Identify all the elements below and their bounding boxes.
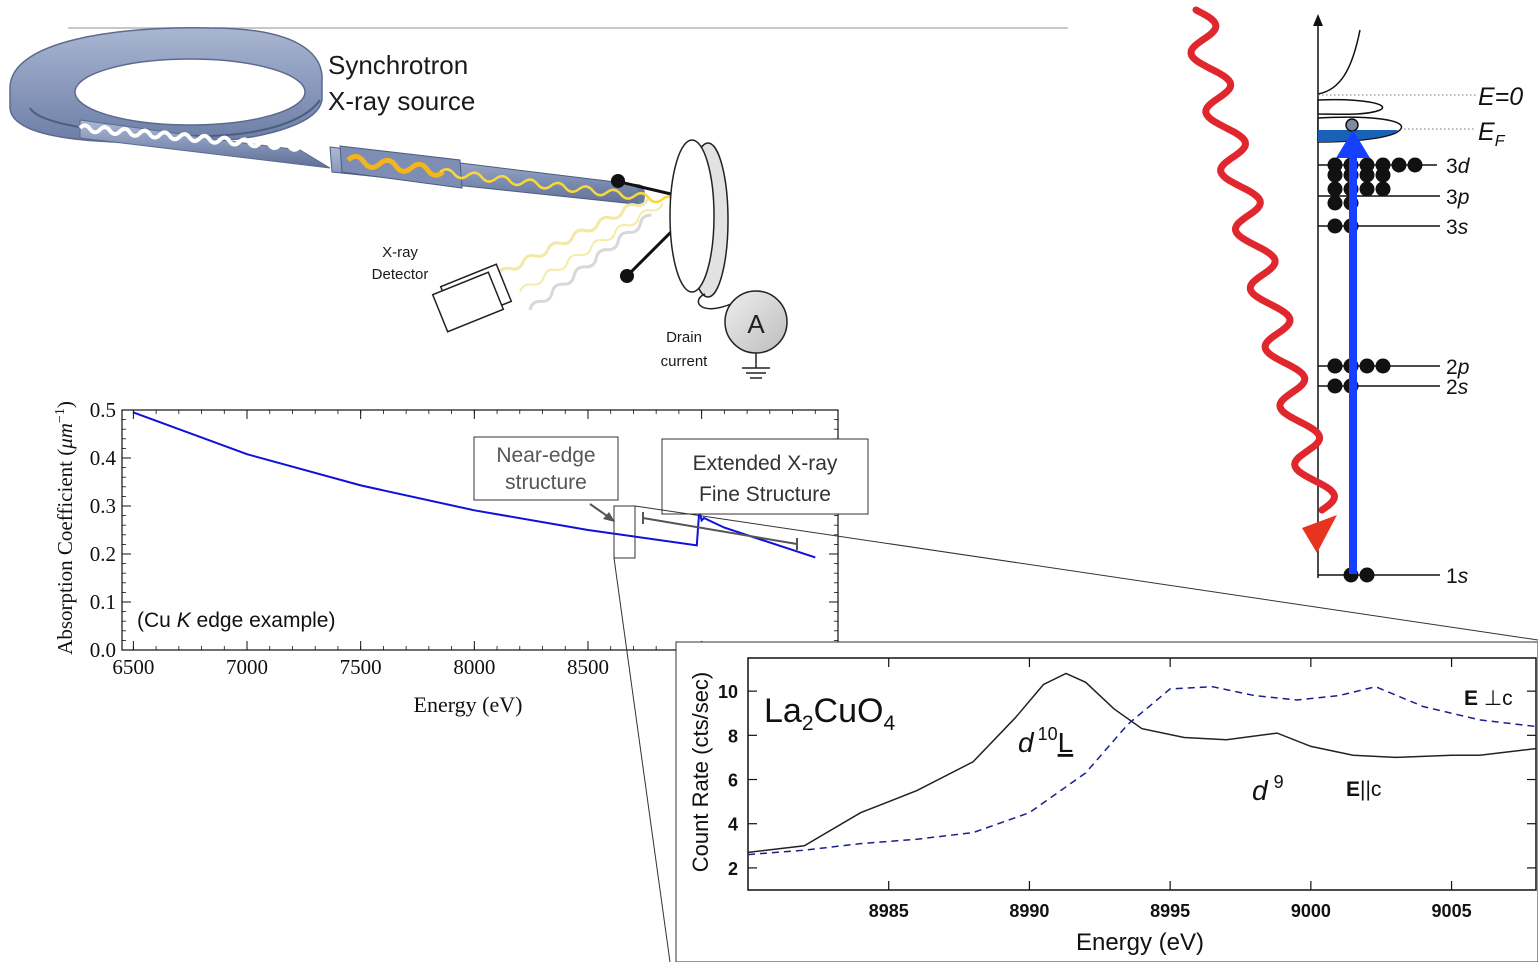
electron-2p: [1375, 358, 1391, 374]
near-edge-label-line2: structure: [505, 471, 587, 494]
cu-k-edge-annotation: (Cu K edge example): [137, 609, 335, 632]
exafs-box: [661, 438, 869, 515]
inset-y-tick-label: 10: [718, 682, 738, 702]
zoom-region-box: [613, 505, 636, 559]
electron-3d: [1407, 157, 1423, 173]
e-parallel-c-label: E||c: [1346, 778, 1381, 801]
e-parallel-c-series-line: [748, 672, 1536, 854]
fluorescence-ray-2: [528, 213, 652, 311]
inset-y-tick-label: 4: [728, 815, 738, 835]
ammeter: [724, 290, 788, 379]
near-edge-label-line1: Near-edge: [496, 444, 595, 467]
e-perp-c-label: E ⊥c: [1464, 687, 1513, 710]
absorption-x-tick-label: 8000: [453, 655, 495, 679]
energy-level-diagram: [1313, 14, 1476, 578]
fluorescence-ray-3: [519, 202, 664, 293]
xray-beam: [439, 168, 678, 204]
electron-3d: [1327, 167, 1343, 183]
inset-y-tick-label: 6: [728, 771, 738, 791]
sample-holder: [611, 139, 741, 310]
near-edge-pointer: [589, 503, 615, 522]
undulator-beam: [346, 154, 445, 178]
empty-band: [1317, 98, 1384, 116]
level-label-3d: 3d: [1446, 155, 1471, 178]
absorption-x-tick-label: 6500: [112, 655, 154, 679]
vacuum-level-label: E=0: [1478, 83, 1523, 111]
level-label-1s: 1s: [1446, 565, 1469, 588]
zoom-guide-right: [634, 505, 1538, 641]
electron-wiggle: [78, 123, 341, 156]
inset-x-tick-label: 8990: [1009, 901, 1049, 921]
filled-valence-band: [1318, 130, 1398, 142]
absorption-y-tick-label: 0.0: [90, 638, 116, 662]
electron-2s: [1327, 378, 1343, 394]
absorption-y-tick-label: 0.4: [90, 446, 117, 470]
absorption-x-tick-label: 8500: [567, 655, 609, 679]
exafs-range-bracket: [642, 512, 798, 550]
exafs-label-line1: Extended X-ray: [693, 452, 838, 475]
inset-x-label: Energy (eV): [1076, 929, 1204, 956]
absorption-y-label: Absorption Coefficient (μm−1): [53, 401, 77, 655]
level-label-2p: 2p: [1446, 356, 1469, 379]
absorption-y-tick-label: 0.5: [90, 398, 116, 422]
energy-axis-arrowhead: [1313, 14, 1323, 26]
electron-3s: [1327, 218, 1343, 234]
inset-y-label: Count Rate (cts/sec): [688, 672, 713, 873]
ammeter-symbol: A: [747, 309, 765, 339]
xray-detector: [431, 263, 513, 333]
level-label-3p: 3p: [1446, 186, 1469, 209]
electron-2p: [1327, 358, 1343, 374]
zoom-guide-left: [613, 557, 671, 962]
electron-3p: [1327, 181, 1343, 197]
detector-label-line1: X-ray: [382, 244, 418, 261]
inset-x-tick-label: 8995: [1150, 901, 1190, 921]
electron-3d: [1391, 157, 1407, 173]
absorption-x-label: Energy (eV): [414, 692, 523, 717]
fermi-level-label: EF: [1478, 118, 1506, 150]
level-label-3s: 3s: [1446, 216, 1469, 239]
absorption-x-tick-label: 7000: [226, 655, 268, 679]
inset-x-tick-label: 8985: [869, 901, 909, 921]
photon-arrowhead: [1302, 515, 1337, 553]
synchrotron-ring: [9, 27, 331, 169]
absorption-x-tick-label: 7500: [340, 655, 382, 679]
level-label-2s: 2s: [1446, 376, 1469, 399]
electron-3d: [1375, 167, 1391, 183]
exafs-label-line2: Fine Structure: [699, 483, 831, 506]
e-perp-c-series-line: [748, 685, 1536, 856]
fluorescence-ray-1: [496, 198, 650, 276]
absorption-y-tick-label: 0.1: [90, 590, 116, 614]
absorption-y-tick-label: 0.3: [90, 494, 116, 518]
drain-label-line2: current: [661, 353, 709, 370]
excitation-arrowhead: [1336, 130, 1370, 158]
inset-plot-frame: [747, 657, 1537, 891]
electron-3p: [1327, 195, 1343, 211]
vacuum-dos-curve: [1317, 29, 1361, 95]
drain-label-line1: Drain: [666, 329, 702, 346]
electron-3p: [1359, 181, 1375, 197]
absorption-y-tick-label: 0.2: [90, 542, 116, 566]
source-label-line2: X-ray source: [328, 86, 475, 116]
beamline-pipe: [329, 145, 645, 206]
inset-x-tick-label: 9005: [1432, 901, 1472, 921]
inset-y-tick-label: 8: [728, 726, 738, 746]
electron-3d: [1359, 167, 1375, 183]
source-label-line1: Synchrotron: [328, 50, 468, 80]
inset-y-tick-label: 2: [728, 859, 738, 879]
detector-label-line2: Detector: [372, 266, 429, 283]
material-title: La2CuO4: [764, 692, 895, 735]
excited-electron: [1345, 118, 1359, 132]
absorption-series-line: [133, 411, 816, 559]
electron-3p: [1375, 181, 1391, 197]
electron-1s: [1359, 567, 1375, 583]
inset-x-tick-label: 9000: [1291, 901, 1331, 921]
xanes-inset-chart: 8985 8990 8995 9000 9005 2 4 6 8 10 Energy (eV) C…: [675, 641, 1538, 962]
electron-2p: [1359, 358, 1375, 374]
incident-photon-wave: [1187, 6, 1339, 514]
near-edge-box: [473, 436, 619, 501]
